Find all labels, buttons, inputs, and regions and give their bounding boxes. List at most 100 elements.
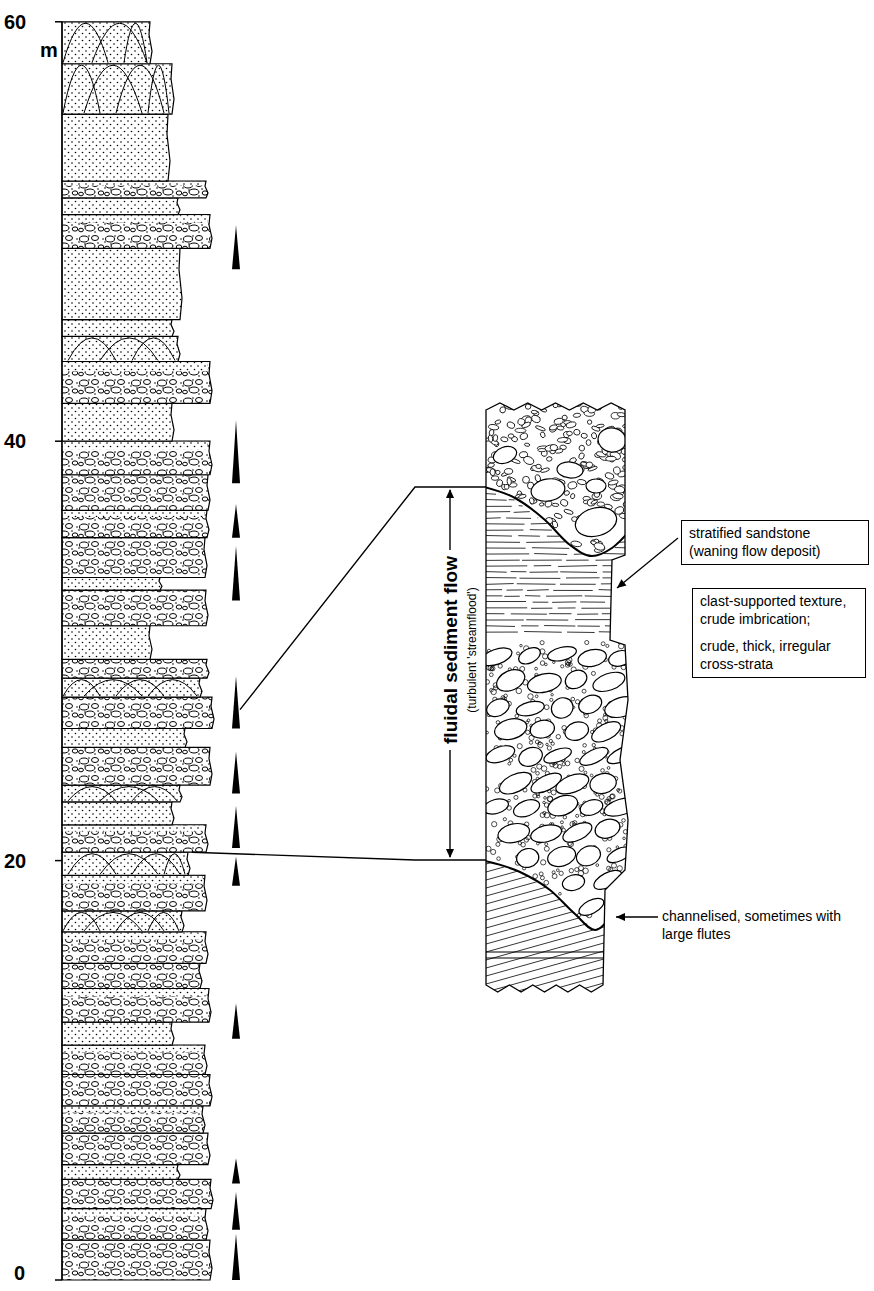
axis-tick	[55, 440, 62, 442]
lamina	[486, 601, 526, 602]
pebble	[540, 876, 544, 880]
imbricated-clast	[548, 694, 577, 722]
pebble	[506, 421, 515, 429]
pebble	[497, 857, 501, 861]
boulder	[556, 461, 583, 479]
bed-outline	[62, 747, 212, 785]
pebble	[549, 424, 558, 431]
bed-outline	[62, 697, 214, 728]
pebble	[565, 663, 570, 668]
cross-set	[132, 338, 175, 361]
lamina	[486, 583, 514, 585]
pebble	[517, 652, 520, 655]
pebble	[545, 663, 548, 666]
lamina	[599, 589, 621, 591]
bed	[62, 1179, 213, 1208]
pebble	[535, 695, 538, 698]
lamina	[486, 625, 515, 627]
cross-lamina	[486, 976, 630, 1016]
pebble	[535, 425, 546, 432]
lamina	[553, 590, 592, 591]
lamina	[486, 571, 507, 573]
callout-box: stratified sandstone (waning flow deposi…	[681, 520, 869, 565]
pebble	[538, 449, 546, 452]
pebble	[557, 437, 568, 442]
bed	[62, 403, 174, 441]
pebble	[606, 644, 609, 647]
pebble	[565, 761, 570, 766]
lamina	[486, 535, 512, 537]
pebble	[495, 470, 500, 475]
lamina	[530, 529, 552, 530]
pebble	[567, 431, 573, 435]
pebble	[618, 789, 622, 793]
pebble	[540, 431, 546, 438]
pebble	[491, 849, 496, 854]
bed-outline	[62, 785, 182, 802]
cross-lamina	[486, 904, 630, 944]
bed	[62, 963, 202, 988]
lamina	[486, 511, 510, 512]
fining-upward-marker	[232, 856, 240, 885]
bed-outline	[62, 114, 170, 181]
pebble	[542, 654, 547, 659]
bed-outline	[62, 1022, 174, 1045]
pebble	[535, 667, 538, 670]
imbricated-clast	[593, 816, 623, 841]
pebble	[551, 790, 556, 795]
pebble	[624, 739, 629, 744]
box-text: crude, thick, irregular cross-strata	[700, 638, 858, 673]
lamina	[604, 553, 627, 554]
pebble	[496, 842, 500, 846]
lamina	[575, 619, 618, 620]
pebble	[507, 478, 512, 486]
lamina	[486, 523, 525, 524]
pebble	[590, 499, 598, 505]
axis-tick	[55, 860, 62, 862]
bed	[62, 697, 214, 728]
bed	[62, 659, 209, 678]
imbricated-clast	[561, 872, 587, 892]
lamina	[486, 517, 501, 519]
imbricated-clast	[542, 745, 573, 766]
pebble	[578, 452, 585, 460]
bed-outline	[62, 215, 212, 249]
cross-set	[100, 787, 158, 801]
bed	[62, 911, 184, 932]
bed-outline	[62, 989, 211, 1023]
imbricated-clast	[516, 744, 545, 770]
pebble	[503, 818, 506, 821]
imbricated-clast	[484, 742, 517, 766]
pebble	[607, 866, 611, 870]
pebble	[563, 816, 566, 819]
pebble	[614, 486, 625, 494]
pebble	[612, 863, 617, 868]
cross-set	[92, 23, 147, 62]
pebble	[606, 456, 616, 461]
pebble	[606, 892, 609, 895]
cross-lamina	[486, 992, 630, 1032]
bed	[62, 626, 152, 660]
bed-outline	[62, 1240, 212, 1280]
bed-outline	[62, 441, 212, 475]
bed-outline	[62, 1165, 180, 1180]
cross-set	[63, 23, 108, 62]
sandy-top	[63, 442, 208, 449]
bed	[62, 475, 210, 511]
cross-set	[132, 787, 177, 801]
cross-set	[100, 338, 158, 361]
imbricated-clast	[545, 792, 580, 820]
pebble	[571, 697, 575, 701]
pebble	[622, 465, 629, 471]
pebble	[557, 426, 564, 431]
lamina	[486, 957, 610, 958]
pebble	[552, 871, 555, 874]
lamina	[527, 589, 549, 591]
imbricated-clast	[578, 797, 605, 818]
bed	[62, 852, 190, 875]
pebble	[554, 512, 563, 519]
bed	[62, 1074, 212, 1105]
pebble	[562, 828, 566, 832]
fining-upward-marker	[232, 225, 240, 269]
